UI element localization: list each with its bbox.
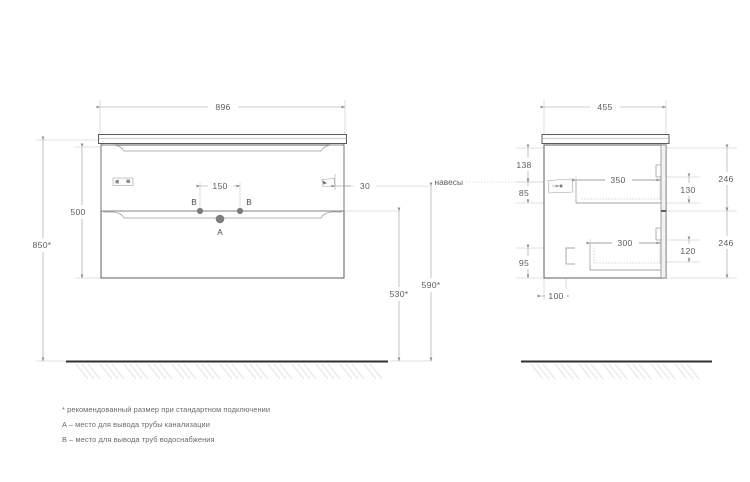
dim-lower-drawer-depth-300: 300 xyxy=(586,236,661,264)
dim-width-896: 896 xyxy=(96,100,346,113)
dim-label-upper-module: 246 xyxy=(718,174,733,184)
countertop xyxy=(98,134,347,144)
dim-label-width: 896 xyxy=(215,102,230,112)
floor-side xyxy=(521,360,712,380)
cabinet-body xyxy=(100,144,345,279)
floor-front xyxy=(66,360,388,380)
dim-bottom-offset-95: 95 xyxy=(513,244,535,279)
water-outlet-label-left: B xyxy=(191,198,197,207)
dim-water-height-590: 590* xyxy=(413,182,449,362)
hanger-bracket-icon xyxy=(547,178,574,194)
dim-label-lower-module: 246 xyxy=(718,238,733,248)
dim-hanger-height-85: 85 xyxy=(513,178,535,204)
drain-outlet-marker xyxy=(215,214,225,224)
dim-label-bottom-offset: 95 xyxy=(519,258,529,268)
hanger-callout-label: навесы xyxy=(434,177,463,187)
legend-line-3: B – место для вывода труб водоснабжения xyxy=(62,435,215,444)
wall-bracket-right-icon xyxy=(321,174,336,190)
dim-lower-drawer-height-120: 120 xyxy=(675,236,701,263)
dim-label-pipe-spacing: 150 xyxy=(212,181,227,191)
dim-label-depth: 455 xyxy=(597,102,612,112)
dim-label-cabinet-height: 500 xyxy=(70,207,85,217)
dim-label-base-inset: 100 xyxy=(548,291,563,301)
dim-label-mount-height: 850* xyxy=(33,240,52,250)
dim-upper-drawer-depth-350: 350 xyxy=(572,173,661,200)
dim-drain-height-530: 530* xyxy=(381,207,417,362)
side-countertop xyxy=(541,134,670,144)
dim-upper-module-246: 246 xyxy=(712,144,740,212)
dim-label-upper-drawer-depth: 350 xyxy=(610,175,625,185)
dim-pipe-spacing-150: 150 xyxy=(196,179,241,213)
wall-bracket-left-icon xyxy=(112,177,134,186)
side-view-group: 455 xyxy=(434,100,740,380)
dim-label-lower-drawer-depth: 300 xyxy=(617,238,632,248)
dim-label-water-height: 590* xyxy=(422,280,441,290)
dim-label-hanger-height: 85 xyxy=(519,188,529,198)
dim-label-drain-height: 530* xyxy=(390,289,409,299)
dim-top-to-hanger-138: 138 xyxy=(511,144,537,183)
legend-line-1: * рекомендованный размер при стандартном… xyxy=(62,405,270,414)
dim-upper-drawer-height-130: 130 xyxy=(675,173,701,204)
dim-hanger-offset-30: 30 xyxy=(331,179,376,192)
water-outlet-marker-right xyxy=(236,207,244,215)
dim-label-upper-drawer-height: 130 xyxy=(680,185,695,195)
dim-label-lower-drawer-height: 120 xyxy=(680,246,695,256)
dim-label-hanger-offset: 30 xyxy=(360,181,370,191)
dim-height-850: 850* xyxy=(25,136,59,362)
upper-drawer-handle xyxy=(103,144,342,152)
legend-line-2: A – место для вывода трубы канализации xyxy=(62,420,210,429)
dim-base-inset-100: 100 xyxy=(537,289,570,302)
dim-height-500: 500 xyxy=(64,143,92,279)
side-cabinet-body xyxy=(543,144,667,279)
dim-depth-455: 455 xyxy=(540,100,667,113)
drain-outlet-label: A xyxy=(217,228,223,237)
dim-lower-module-246: 246 xyxy=(712,207,740,279)
water-outlet-label-right: B xyxy=(246,198,252,207)
hanger-callout: навесы xyxy=(434,177,546,187)
water-outlet-marker-left xyxy=(196,207,204,215)
legend-group: * рекомендованный размер при стандартном… xyxy=(62,405,270,444)
dim-label-top-to-hanger: 138 xyxy=(516,160,531,170)
front-view-group: 896 850* 500 xyxy=(25,100,449,380)
